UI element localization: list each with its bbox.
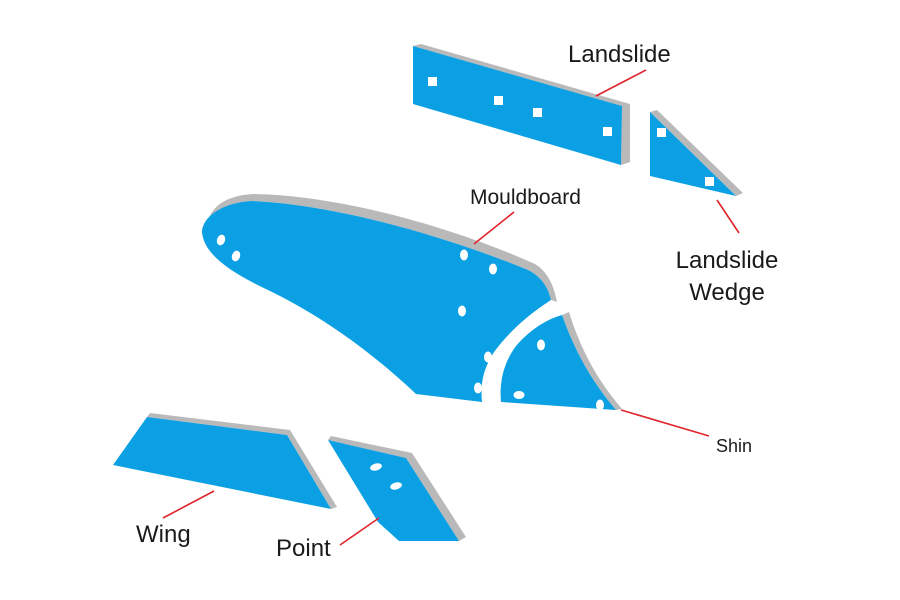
landslide-wedge-label-line1: Landslide [676, 247, 779, 274]
point-part [328, 436, 466, 541]
landslide-hole-4 [603, 127, 612, 136]
landslide-wedge-hole-1 [657, 128, 666, 137]
shin-hole-3 [596, 399, 604, 411]
mouldboard-leader [473, 211, 515, 245]
shin-hole-1 [537, 339, 545, 351]
mouldboard-hole-1 [216, 234, 226, 246]
wing-part [113, 413, 337, 509]
wing-face [113, 417, 331, 509]
shin-part [500, 312, 622, 411]
wing-leader [162, 490, 215, 519]
mouldboard-edge [207, 194, 557, 302]
landslide-hole-1 [428, 77, 437, 86]
shin-edge [562, 312, 622, 410]
landslide-face [413, 46, 622, 165]
point-label: Point [276, 535, 331, 562]
point-hole-1 [370, 463, 382, 471]
mouldboard-hole-5 [458, 305, 466, 317]
mouldboard-hole-7 [474, 382, 482, 394]
shin-label: Shin [716, 436, 752, 456]
point-hole-2 [390, 482, 402, 490]
landslide-label: Landslide [568, 41, 671, 68]
landslide-wedge-part [650, 110, 743, 196]
mouldboard-label: Mouldboard [470, 186, 581, 209]
shin-leader [620, 409, 710, 437]
point-leader [339, 517, 380, 546]
mouldboard-hole-6 [484, 351, 492, 363]
landslide-part [413, 44, 630, 165]
wing-label: Wing [136, 521, 191, 548]
mouldboard-part [202, 194, 557, 402]
landslide-hole-2 [494, 96, 503, 105]
landslide-hole-3 [533, 108, 542, 117]
mouldboard-hole-4 [489, 263, 497, 275]
landslide-wedge-edge [650, 110, 743, 196]
landslide-wedge-leader [716, 199, 740, 234]
landslide-wedge-label-line2: Wedge [689, 279, 765, 306]
landslide-wedge-face [650, 112, 736, 196]
landslide-wedge-hole-2 [705, 177, 714, 186]
mouldboard-hole-2 [231, 250, 241, 262]
landslide-leader [595, 69, 647, 97]
shin-hole-2 [513, 391, 525, 399]
mouldboard-hole-3 [460, 249, 468, 261]
point-face [328, 440, 459, 541]
shin-face [500, 315, 616, 410]
mouldboard-face [202, 201, 551, 402]
wing-edge [147, 413, 337, 509]
